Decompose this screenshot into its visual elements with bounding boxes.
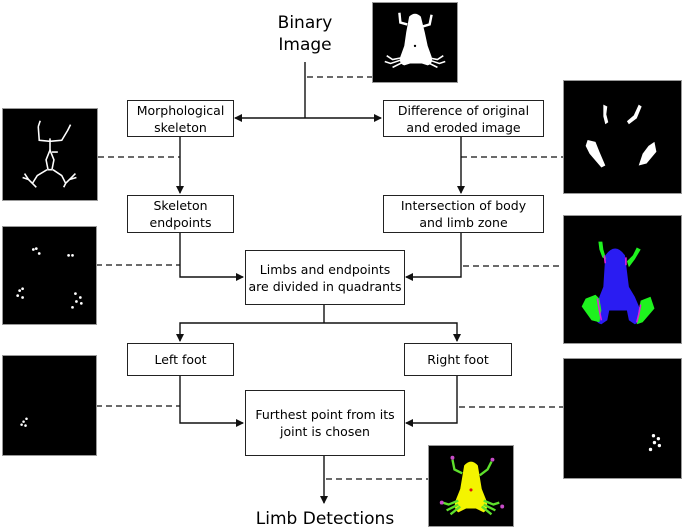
right-foot-points-image <box>563 358 682 479</box>
arrow-to-right-foot <box>324 322 461 342</box>
arrow-to-left-foot <box>176 322 324 342</box>
arrow-left-foot-to-furthest <box>179 375 244 427</box>
arrow-endpoints-to-quadrants <box>179 232 244 281</box>
left-foot-points-image <box>2 355 97 456</box>
step-text: Skeleton <box>153 198 208 213</box>
arrow-right-foot-to-furthest <box>405 375 458 427</box>
difference-image <box>563 80 682 194</box>
binary-image-label: Binary Image <box>262 12 348 56</box>
endpoints-image <box>2 226 97 325</box>
step-difference-original-eroded[interactable]: Difference of original and eroded image <box>383 100 544 137</box>
step-furthest-point[interactable]: Furthest point from its joint is chosen <box>245 390 405 456</box>
step-text: Left foot <box>154 352 207 367</box>
step-text: endpoints <box>149 215 212 230</box>
intersection-image <box>563 215 682 344</box>
step-text: are divided in quadrants <box>248 278 402 294</box>
arrow-intersection-to-quadrants <box>405 232 462 281</box>
step-text: Difference of original <box>397 102 530 118</box>
step-text: Furthest point from its <box>255 407 395 422</box>
binary-image <box>372 2 458 83</box>
label-line: Binary <box>277 13 333 33</box>
limb-detections-label: Limb Detections <box>255 509 395 529</box>
label-line: Image <box>278 35 332 55</box>
step-skeleton-endpoints[interactable]: Skeleton endpoints <box>127 195 234 233</box>
step-text: and eroded image <box>406 119 521 135</box>
step-text: joint is chosen <box>280 424 370 439</box>
step-divide-quadrants[interactable]: Limbs and endpoints are divided in quadr… <box>245 250 405 305</box>
step-text: Morphological <box>136 102 225 118</box>
step-text: and limb zone <box>419 215 508 230</box>
step-morphological-skeleton[interactable]: Morphological skeleton <box>127 100 234 137</box>
step-left-foot[interactable]: Left foot <box>127 343 234 376</box>
step-right-foot[interactable]: Right foot <box>404 343 512 376</box>
step-intersection-body-limb[interactable]: Intersection of body and limb zone <box>383 195 544 233</box>
step-text: Intersection of body <box>400 198 527 213</box>
step-text: Limbs and endpoints <box>259 261 391 277</box>
step-text: Right foot <box>427 352 489 367</box>
limb-detections-image <box>428 445 514 527</box>
step-text: skeleton <box>154 119 207 135</box>
skeleton-image <box>2 108 98 201</box>
